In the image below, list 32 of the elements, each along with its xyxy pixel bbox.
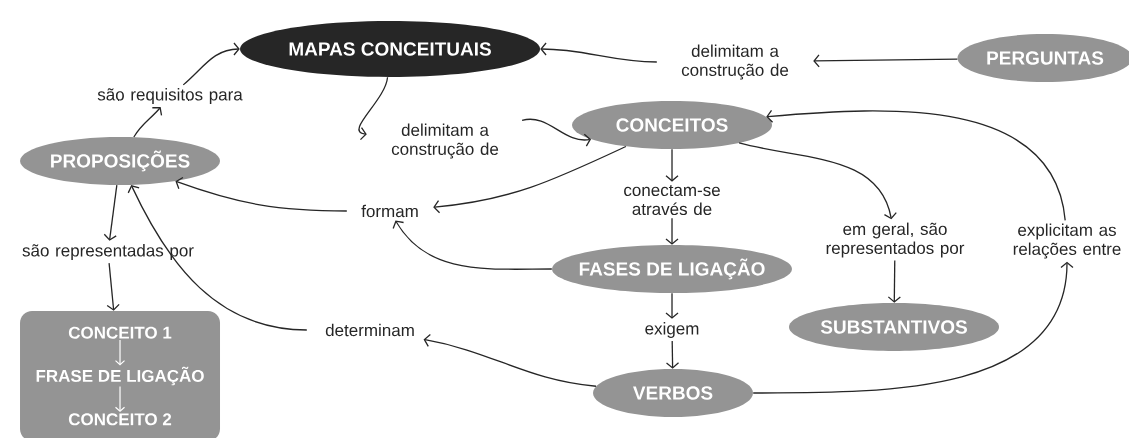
arrow <box>133 107 163 138</box>
arrow <box>766 109 1066 221</box>
arrow <box>127 185 308 331</box>
linking-phrase: formam <box>361 204 418 218</box>
arrow <box>182 42 240 86</box>
arrow <box>813 54 959 68</box>
linking-phrase: são requisitos para <box>97 88 243 104</box>
linking-phrase: em geral, são representados por <box>826 222 965 258</box>
linking-phrase: são representadas por <box>22 244 194 260</box>
linking-phrase: explicitam as relações entre <box>1013 223 1121 259</box>
arrow <box>738 142 897 220</box>
arrow <box>106 262 120 311</box>
arrow <box>423 333 597 387</box>
arrow <box>752 261 1074 394</box>
arrow <box>887 259 901 303</box>
arrow <box>103 184 118 241</box>
linking-phrase: delimitam a construção de <box>681 44 789 80</box>
arrow <box>433 145 627 214</box>
arrow <box>521 118 592 147</box>
arrow <box>665 148 679 182</box>
linking-phrase: conectam-se através de <box>624 184 720 216</box>
arrow <box>665 217 679 245</box>
arrow <box>665 292 679 319</box>
arrow <box>392 220 553 270</box>
arrow <box>665 340 680 369</box>
arrow <box>175 176 348 212</box>
proposition-box: CONCEITO 1 FRASE DE LIGAÇÃO CONCEITO 2 <box>20 311 220 438</box>
linking-phrase: exigem <box>645 322 699 338</box>
arrow <box>540 42 658 63</box>
linking-phrase: delimitam a construção de <box>391 123 499 159</box>
arrow <box>358 76 389 141</box>
linking-phrase: determinam <box>325 323 414 337</box>
